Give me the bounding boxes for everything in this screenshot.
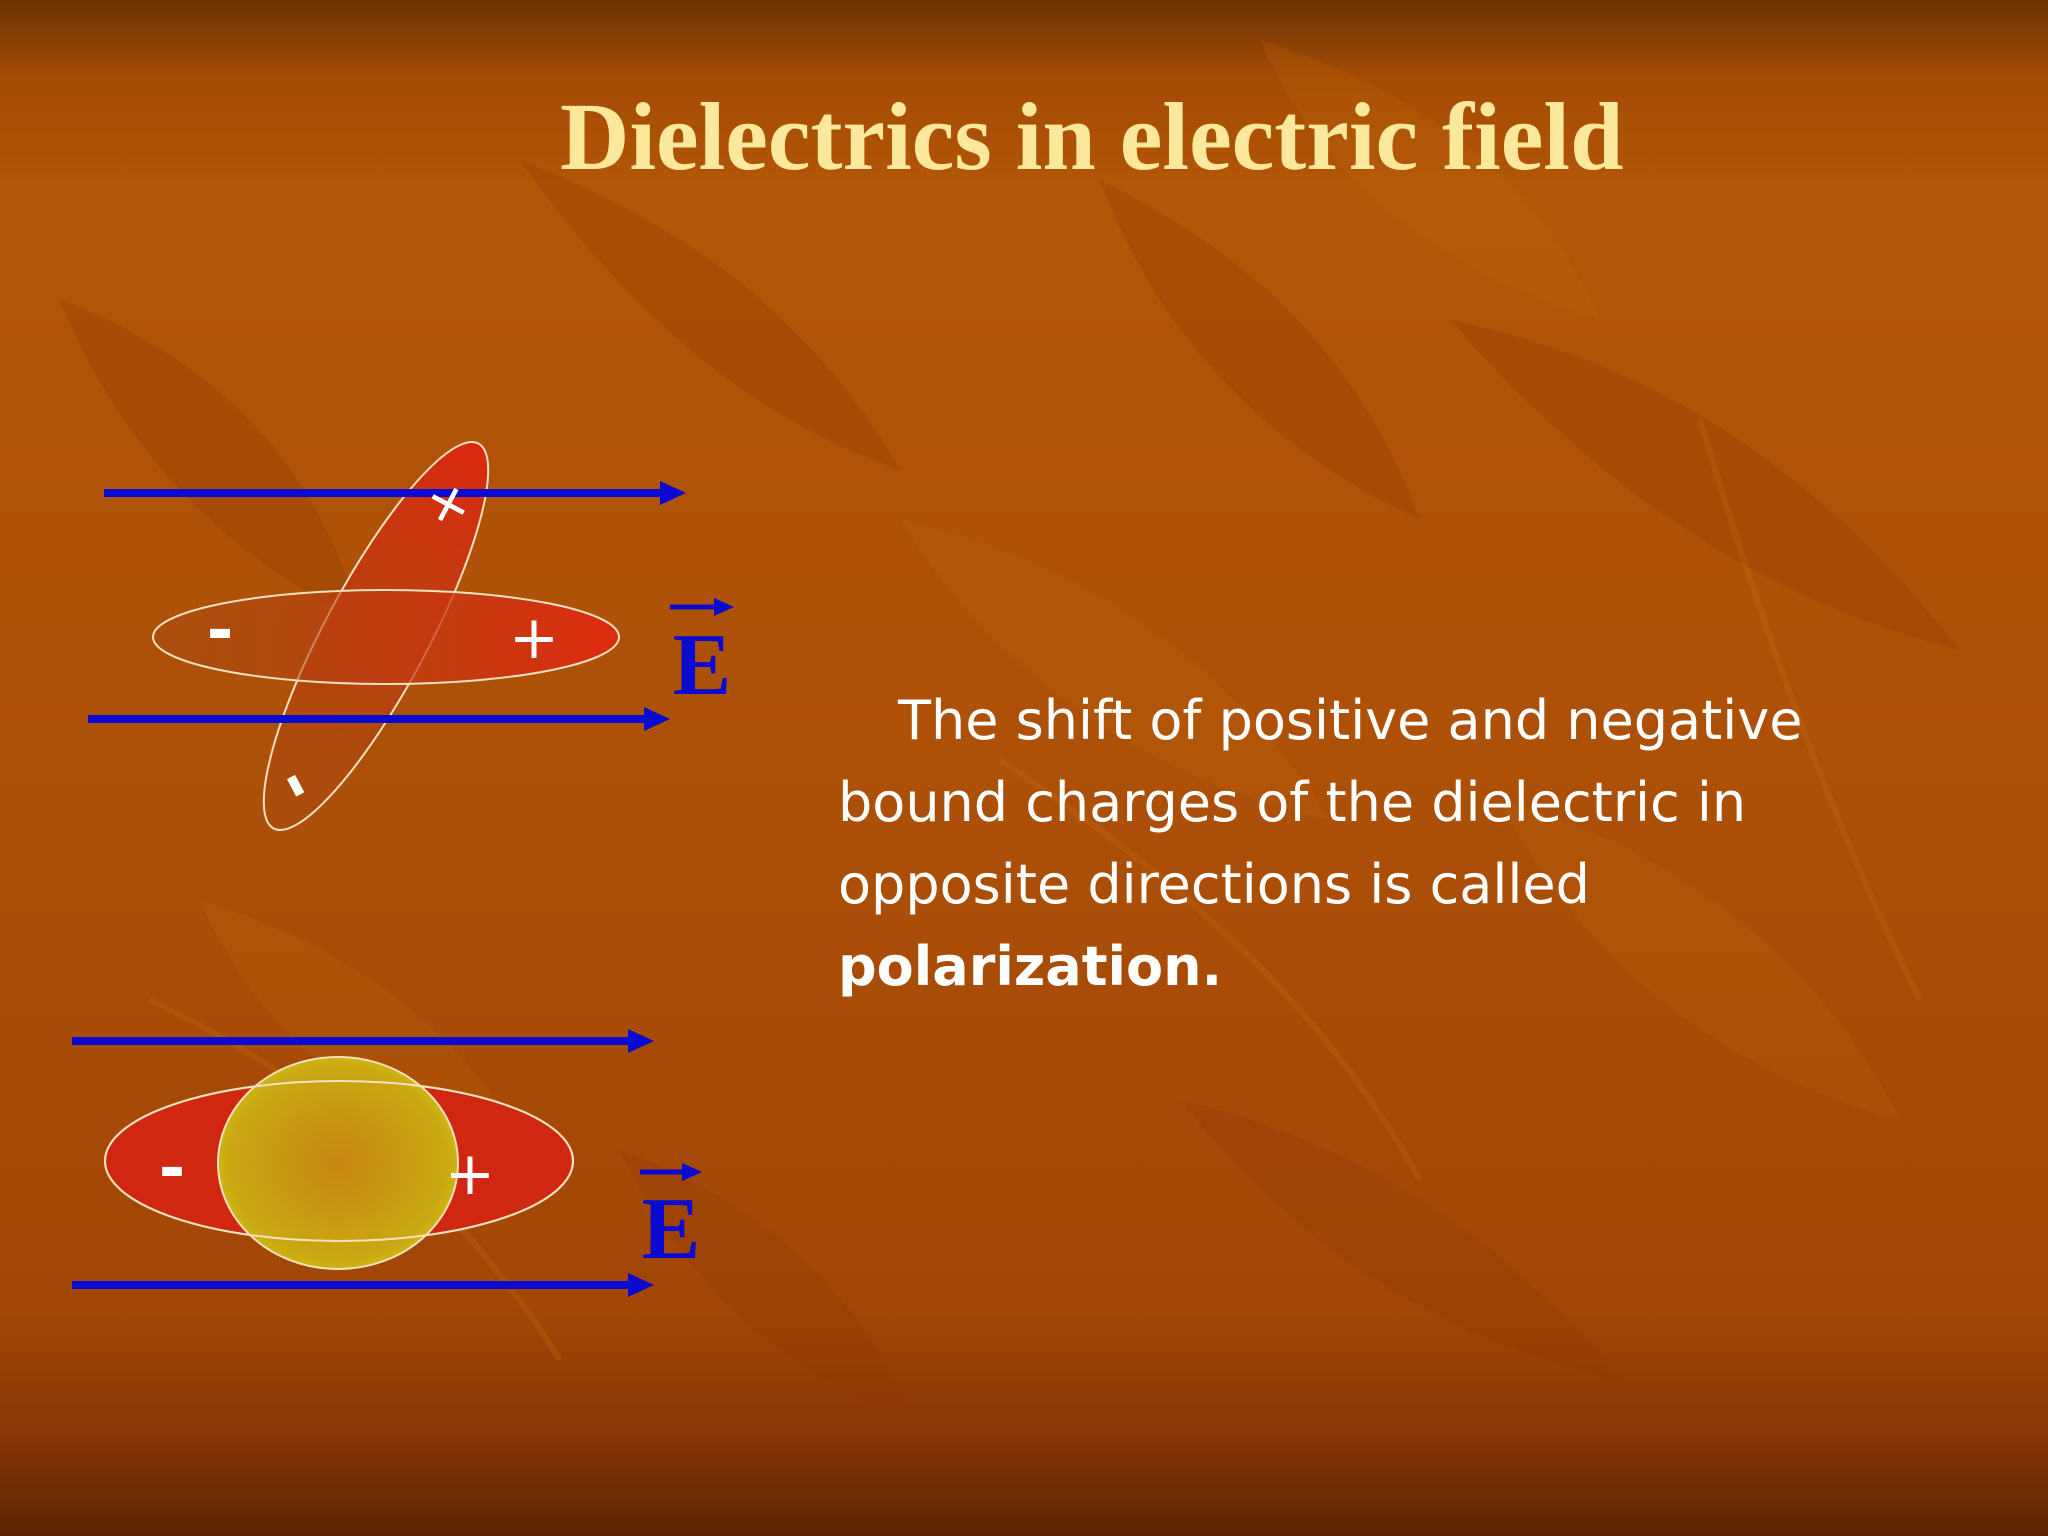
bottom-dipole-group: - + E <box>72 1029 702 1297</box>
body-paragraph: The shift of positive and negative bound… <box>838 680 1918 1008</box>
electron-cloud-circle <box>217 1056 459 1270</box>
slide-title: Dielectrics in electric field <box>560 83 1624 190</box>
charge-plus: + <box>445 1139 495 1209</box>
charge-minus: - <box>207 594 234 668</box>
polarization-term: polarization. <box>838 935 1223 998</box>
field-arrow-top-2[interactable] <box>88 707 670 731</box>
aligned-dipole-ellipse <box>152 589 620 685</box>
field-vector-symbol-bottom: E <box>640 1163 702 1278</box>
field-arrow-top-1[interactable] <box>104 481 686 505</box>
field-symbol-e: E <box>673 617 732 714</box>
top-dipole-group: + - - + E <box>88 440 734 832</box>
body-text: The shift of positive and negative bound… <box>838 689 1803 916</box>
charge-minus: - <box>159 1132 186 1206</box>
field-vector-symbol-top: E <box>670 598 734 714</box>
field-arrow-bottom-1[interactable] <box>72 1029 654 1053</box>
field-arrow-bottom-2[interactable] <box>72 1273 654 1297</box>
charge-plus: + <box>509 603 559 673</box>
dipole-ellipse-outline <box>104 1080 574 1242</box>
field-symbol-e: E <box>642 1181 701 1278</box>
